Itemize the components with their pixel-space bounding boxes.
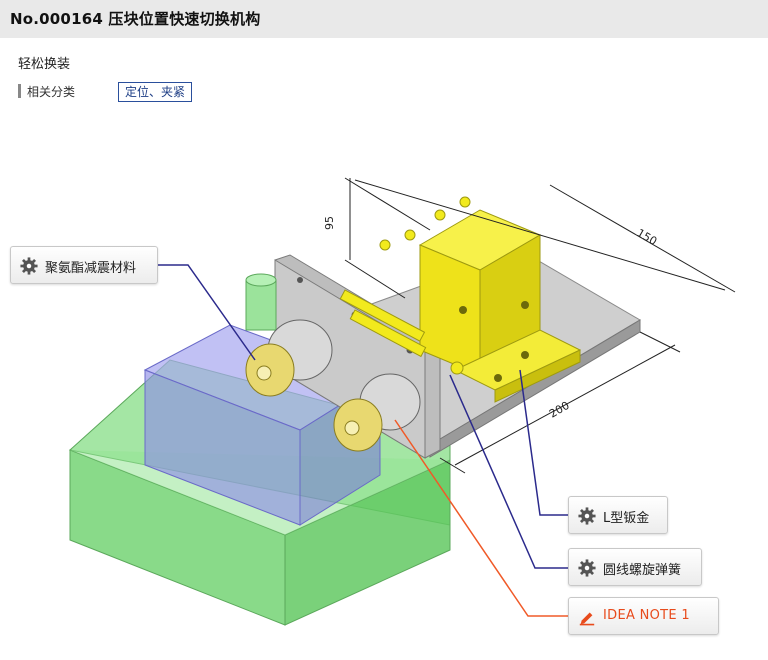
mechanism-diagram: 95 150 200 [68,177,736,626]
callout-coil-spring[interactable]: 圆线螺旋弹簧 [568,548,702,586]
dimension-height: 95 [323,216,336,230]
page-subtitle: 轻松换装 [18,57,71,72]
dimension-lines [344,177,736,474]
callout-label: 聚氨酯减震材料 [45,261,137,276]
gear-icon [578,559,596,577]
gear-icon [20,257,38,275]
callout-label: L型钣金 [603,511,650,526]
leader-lines [158,264,568,617]
callout-l-sheet-metal[interactable]: L型钣金 [568,496,668,534]
callout-polyurethane-damper[interactable]: 聚氨酯减震材料 [10,246,158,284]
category-label: 相关分类 [27,85,76,99]
category-row: 相关分类 定位、夹紧 [18,82,318,102]
page-title: No.000164 压块位置快速切换机构 [10,10,261,28]
green-cylinder [245,273,277,331]
dimension-depth: 150 [635,226,660,248]
upper-roller [245,319,333,397]
lower-roller [333,373,421,452]
gear-icon [578,507,596,525]
category-marker [18,84,21,98]
callout-label: IDEA NOTE 1 [603,608,690,623]
category-tag-link[interactable]: 定位、夹紧 [118,82,193,102]
page-header: No.000164 压块位置快速切换机构 [0,0,768,38]
dimension-width: 200 [547,399,572,421]
callout-label: 圆线螺旋弹簧 [603,563,682,578]
callout-idea-note[interactable]: IDEA NOTE 1 [568,597,719,635]
yellow-bracket-assembly [339,196,582,403]
pencil-icon [579,612,595,626]
